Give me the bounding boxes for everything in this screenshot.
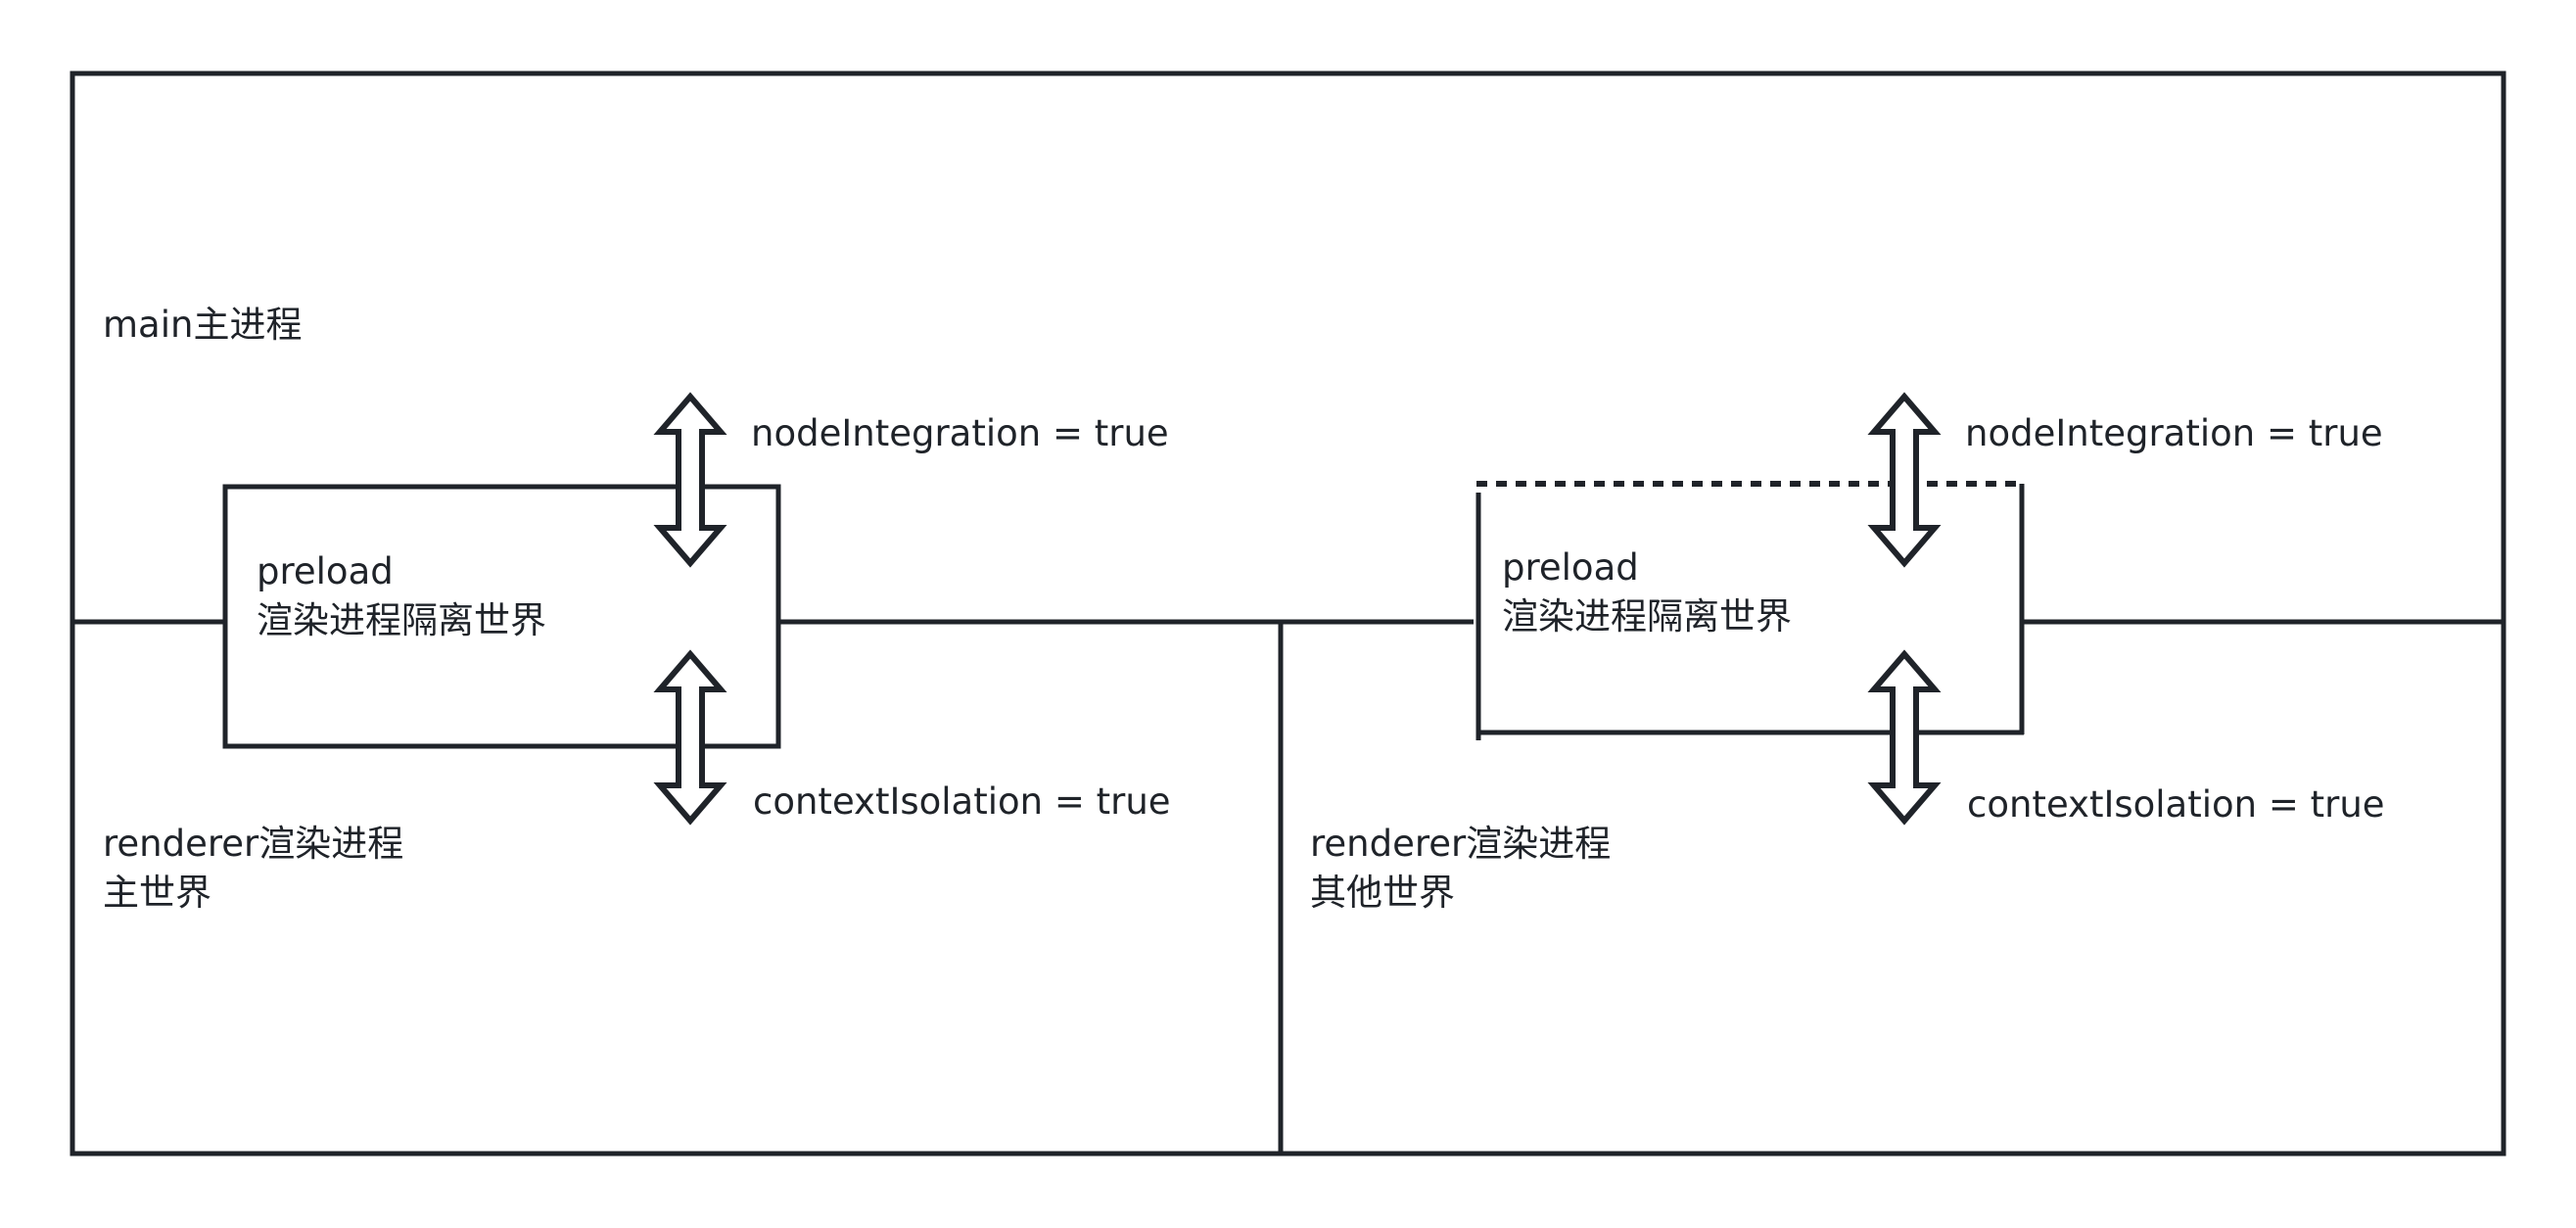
right-node-integration-label: nodeIntegration = true <box>1965 412 2383 454</box>
right-preload-subtitle: 渲染进程隔离世界 <box>1502 595 1792 638</box>
double-arrow-icon <box>1874 397 1935 563</box>
double-arrow-icon <box>660 397 721 563</box>
left-renderer-title: renderer渲染进程 <box>103 823 404 865</box>
left-preload-subtitle: 渲染进程隔离世界 <box>257 599 546 641</box>
double-arrow-icon <box>1874 654 1935 821</box>
right-renderer-subtitle: 其他世界 <box>1310 872 1455 914</box>
right-context-isolation-label: contextIsolation = true <box>1967 783 2385 826</box>
left-preload-title: preload <box>257 550 394 592</box>
left-renderer-subtitle: 主世界 <box>103 872 211 914</box>
main-process-box <box>70 71 2506 1157</box>
left-context-isolation-label: contextIsolation = true <box>753 780 1171 823</box>
right-renderer-title: renderer渲染进程 <box>1310 823 1612 865</box>
right-preload-title: preload <box>1502 546 1639 589</box>
main-process-label: main主进程 <box>103 304 303 346</box>
left-node-integration-label: nodeIntegration = true <box>751 412 1169 454</box>
